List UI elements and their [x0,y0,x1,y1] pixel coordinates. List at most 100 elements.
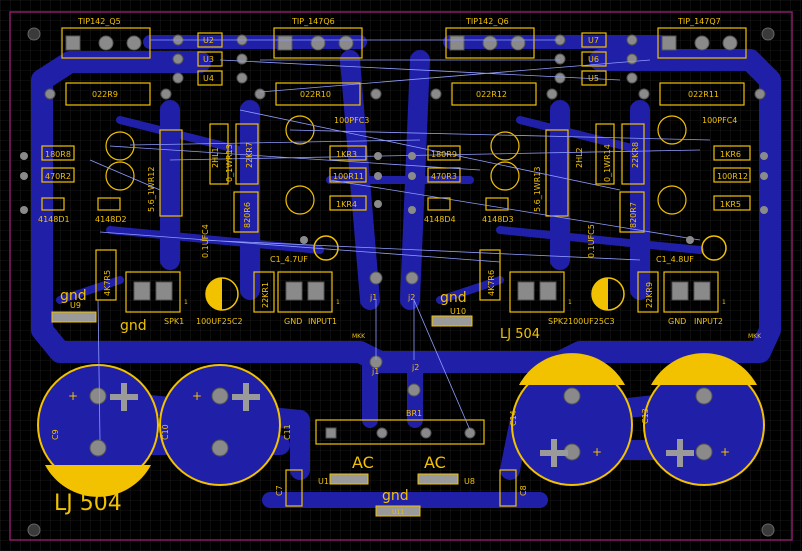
board-border [9,11,793,541]
label-tip142-q6: TIP142_Q6 [465,17,509,26]
mounting-holes [27,27,775,537]
label-pin1-input1: 1 [336,299,340,306]
label-100r12: 100R12 [717,172,748,181]
label-4148d4: 4148D4 [424,215,456,224]
label-u6: U6 [588,55,599,64]
jumper-pads [369,271,421,397]
label-u2: U2 [203,36,214,45]
label-5-6-1wr13: 5.6_1WR13 [533,167,542,212]
label-0-1wr13: 0_1WR13 [225,144,234,182]
ratsnest-lines [89,39,711,441]
label-spk1: SPK1 [164,317,184,326]
label-c10: C10 [161,424,170,440]
label-br1: BR1 [406,409,422,418]
label-plus-c14: + [592,445,602,459]
capacitor-c10 [159,364,281,486]
label-pin1-spk2: 1 [568,299,572,306]
label-0-1ufc5: 0.1UFC5 [587,224,596,258]
label-tip147-q7: TIP_147Q7 [677,17,721,26]
label-u5: U5 [588,74,599,83]
label-c11: C11 [283,424,292,440]
label-tip142-q5: TIP142_Q5 [77,17,121,26]
label-0-1wr14: 0_1WR14 [603,144,612,182]
label-022r9: 022R9 [92,90,118,99]
capacitor-c13 [643,353,765,486]
label-pin1-spk1: 1 [184,299,188,306]
label-gnd-u9: gnd [60,288,87,304]
label-spk2: SPK2 [548,317,568,326]
label-1kr4: 1KR4 [336,200,357,209]
label-4148d1: 4148D1 [38,215,70,224]
label-u7: U7 [588,36,599,45]
mounting-hole [27,523,41,537]
label-plus-c9: + [68,389,78,403]
mounting-hole [761,523,775,537]
label-ac-left: AC [352,453,374,472]
transistor-q5 [61,27,151,59]
label-2hl2: 2HL2 [575,147,584,168]
label-c9: C9 [51,429,60,440]
label-470r2: 470R2 [45,172,71,181]
label-c13: C13 [641,408,650,424]
label-u3: U3 [203,55,214,64]
label-gnd-1: GND [284,317,302,326]
label-4148d2: 4148D2 [95,215,127,224]
label-c1-4-7uf: C1_4.7UF [270,255,308,264]
transistor-q7 [657,27,747,59]
label-input2: INPUT2 [694,317,723,326]
label-4k7r5: 4K7R5 [103,270,112,296]
label-pin1-input2: 1 [722,299,726,306]
label-mkk-2: MKK [748,333,762,340]
label-180r8: 180R8 [45,150,71,159]
label-22kr1: 22KR1 [261,282,270,308]
label-1kr3: 1KR3 [336,150,357,159]
label-1kr6: 1KR6 [720,150,741,159]
polarity-markers [110,383,694,467]
label-u10: U10 [450,307,466,316]
large-labels: gnd gnd gnd gnd AC AC LJ 504 LJ 504 [54,288,540,516]
label-820r6: 820R6 [243,202,252,228]
label-ac-right: AC [424,453,446,472]
small-transistors [105,115,687,215]
label-22kr8: 22KR8 [631,142,640,168]
label-022r10: 022R10 [300,90,331,99]
label-100r11: 100R11 [333,172,364,181]
label-u4: U4 [203,74,214,83]
label-4k7r6: 4K7R6 [487,270,496,296]
small-resistors [41,145,751,211]
label-2hl1: 2HL1 [211,147,220,168]
label-100uf25c3: 100UF25C3 [568,317,615,326]
small-capacitors [205,235,727,311]
label-180r9: 180R9 [431,150,457,159]
transistor-q6-a [273,27,363,59]
power-transistors [61,27,747,59]
trace-misc [56,116,704,304]
label-100pfc4: 100PFC4 [702,116,737,125]
label-input1: INPUT1 [308,317,337,326]
label-22kr7: 22KR7 [245,142,254,168]
label-plus-c13: + [720,445,730,459]
mounting-hole [27,27,41,41]
label-c8: C8 [519,485,528,496]
label-plus-c10: + [192,389,202,403]
label-gnd-bottom: gnd [382,488,409,504]
label-c1-4-8uf: C1_4.8UF [656,255,694,264]
label-100uf25c2: 100UF25C2 [196,317,243,326]
label-022r12: 022R12 [476,90,507,99]
label-tip147-q6: TIP_147Q6 [291,17,335,26]
label-u8: U8 [464,477,475,486]
label-lj504-mid: LJ 504 [500,327,540,342]
label-c7: C7 [275,485,284,496]
label-gnd-u10: gnd [440,290,467,306]
capacitor-c14 [511,353,633,486]
bridge-rectifier-br1 [315,419,485,445]
label-j2-b: j2 [411,363,419,372]
label-j1: j1 [369,293,377,302]
label-470r3: 470R3 [431,172,457,181]
label-u11: U11 [392,509,404,516]
label-5-6-1wr12: 5.6_1WR12 [147,167,156,212]
label-u1: U1 [318,477,329,486]
label-gnd-left: gnd [120,318,147,334]
